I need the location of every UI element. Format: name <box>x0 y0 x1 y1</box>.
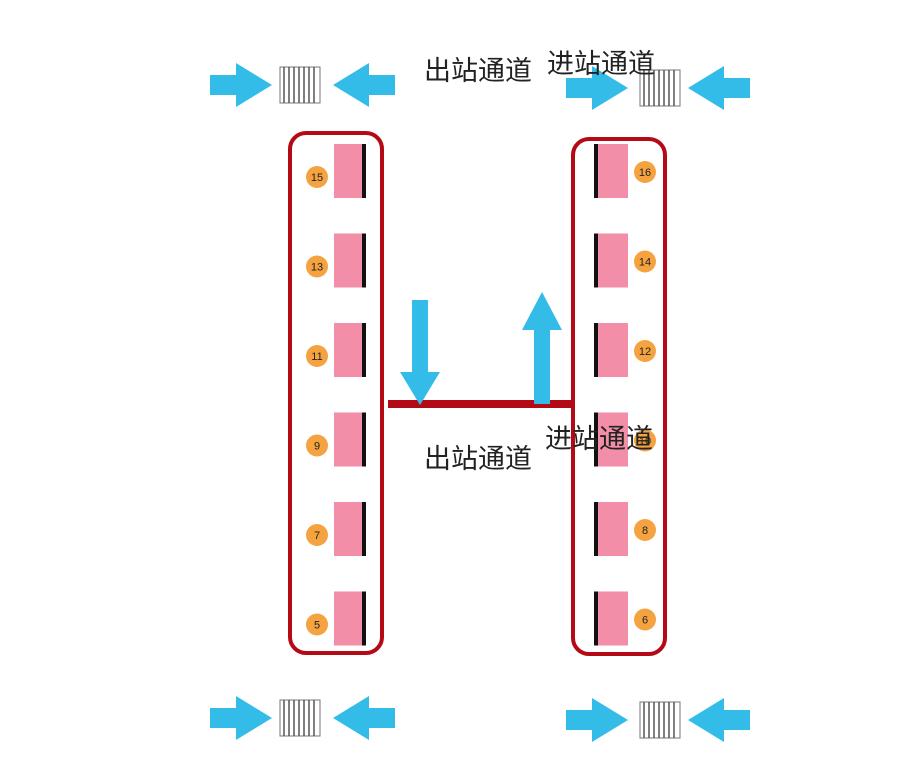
arrow-up-icon <box>522 292 562 404</box>
platform-number: 11 <box>311 351 322 363</box>
platform-number-badge <box>634 429 656 452</box>
platform-edge <box>362 591 366 646</box>
platform-row: 11 <box>306 323 366 377</box>
platform-row: 12 <box>594 323 656 377</box>
platform-number: 5 <box>314 620 320 632</box>
arrow-left-icon <box>688 66 750 110</box>
platform-edge <box>362 412 366 467</box>
platform-row: 13 <box>306 233 366 288</box>
platform-edge <box>594 502 598 556</box>
platform-block <box>596 144 628 198</box>
platform-row: 6 <box>594 591 656 646</box>
platform-edge <box>362 323 366 377</box>
arrow-left-icon <box>688 698 750 742</box>
ticket-gate-icon <box>279 699 321 737</box>
platform-number-badge <box>306 345 328 367</box>
left-platform-frame <box>288 131 384 655</box>
platform-block <box>596 502 628 556</box>
platform-number: 13 <box>311 262 323 274</box>
platform-number-badge <box>306 434 328 457</box>
platform-edge <box>594 144 598 198</box>
platform-number: 16 <box>639 167 651 179</box>
right-platform-column: 16 14 12 10 8 6 <box>594 144 656 646</box>
platform-block <box>596 233 628 288</box>
arrow-left-icon <box>333 696 395 740</box>
arrow-left-icon <box>333 63 395 107</box>
entry-channel-label-top: 进站通道 <box>547 49 655 80</box>
platform-row: 7 <box>306 502 366 556</box>
platform-number: 12 <box>639 346 651 358</box>
ticket-gate-icon <box>279 66 321 104</box>
platform-edge <box>594 323 598 377</box>
exit-channel-label-top: 出站通道 <box>424 56 532 87</box>
platform-edge <box>362 502 366 556</box>
platform-number: 9 <box>314 441 320 453</box>
platform-number-badge <box>306 613 328 636</box>
platform-number-badge <box>634 340 656 362</box>
platform-number-badge <box>306 255 328 278</box>
platform-block <box>334 591 364 646</box>
platform-number-badge <box>634 161 656 183</box>
platform-number: 10 <box>639 436 651 448</box>
platform-number: 15 <box>311 172 323 184</box>
platform-row: 15 <box>306 144 366 198</box>
platform-block <box>596 323 628 377</box>
entry-channel-label-mid: 进站通道 <box>545 424 653 455</box>
platform-block <box>334 323 364 377</box>
platform-row: 5 <box>306 591 366 646</box>
platform-block <box>596 591 628 646</box>
platform-number: 8 <box>642 525 648 537</box>
platform-number-badge <box>634 250 656 273</box>
ticket-gate-icon <box>639 701 681 739</box>
platform-number: 6 <box>642 615 648 627</box>
platform-edge <box>362 144 366 198</box>
platform-number: 14 <box>639 257 651 269</box>
platform-number-badge <box>306 524 328 546</box>
platform-block <box>334 412 364 467</box>
arrow-down-icon <box>400 300 440 405</box>
platform-block <box>334 502 364 556</box>
platform-number-badge <box>634 519 656 541</box>
platform-row: 16 <box>594 144 656 198</box>
platform-number: 7 <box>314 530 320 542</box>
platform-block <box>334 233 364 288</box>
platform-number-badge <box>634 608 656 631</box>
platform-row: 8 <box>594 502 656 556</box>
platform-edge <box>594 233 598 288</box>
platform-row: 14 <box>594 233 656 288</box>
platform-row: 9 <box>306 412 366 467</box>
platform-edge <box>594 591 598 646</box>
arrow-right-icon <box>210 696 272 740</box>
platform-edge <box>362 233 366 288</box>
platform-block <box>334 144 364 198</box>
arrow-right-icon <box>566 698 628 742</box>
right-platform-frame <box>571 137 667 656</box>
exit-channel-label-mid: 出站通道 <box>424 444 532 475</box>
platform-block <box>596 412 628 467</box>
platform-number-badge <box>306 166 328 188</box>
platform-edge <box>594 412 598 467</box>
platform-row: 10 <box>594 412 656 467</box>
left-platform-column: 15 13 11 9 7 5 <box>306 144 366 646</box>
arrow-right-icon <box>210 63 272 107</box>
